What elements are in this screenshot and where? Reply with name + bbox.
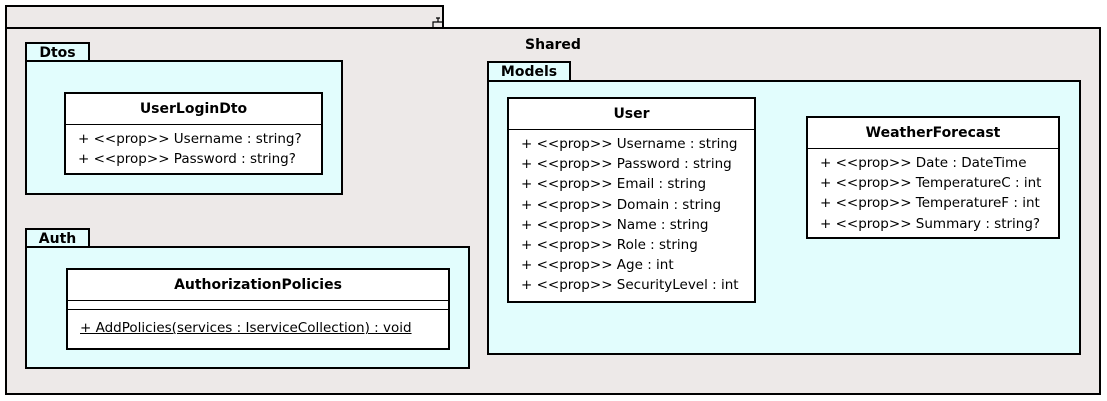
dtos-package-tab: Dtos xyxy=(25,42,90,62)
attribute: + <<prop>> Summary : string? xyxy=(820,215,1041,232)
class-name: User xyxy=(509,99,754,130)
class-user: User + <<prop>> Username : string + <<pr… xyxy=(507,97,756,303)
attribute-list: + <<prop>> Date : DateTime + <<prop>> Te… xyxy=(808,149,1058,234)
attribute-list: + <<prop>> Username : string + <<prop>> … xyxy=(509,130,754,296)
attribute: + <<prop>> Password : string? xyxy=(78,151,296,168)
class-weather-forecast: WeatherForecast + <<prop>> Date : DateTi… xyxy=(806,116,1060,239)
class-name: UserLoginDto xyxy=(66,94,321,125)
attribute: + <<prop>> TemperatureF : int xyxy=(820,195,1040,212)
attribute: + <<prop>> Username : string? xyxy=(78,131,302,147)
attribute-list: + <<prop>> Username : string? + <<prop>>… xyxy=(66,125,321,169)
auth-package-label: Auth xyxy=(38,231,77,247)
dtos-package-label: Dtos xyxy=(39,45,76,61)
attribute: + <<prop>> Username : string xyxy=(521,136,738,152)
models-package-tab: Models xyxy=(487,61,571,82)
shared-package-title: Shared xyxy=(525,37,581,53)
shared-package-tab xyxy=(5,5,444,28)
attribute: + <<prop>> Role : string xyxy=(521,236,698,253)
class-name: WeatherForecast xyxy=(808,118,1058,149)
attribute: + <<prop>> Password : string xyxy=(521,156,732,173)
attribute: + <<prop>> Name : string xyxy=(521,216,709,233)
class-name: AuthorizationPolicies xyxy=(68,270,448,301)
attribute: + <<prop>> Email : string xyxy=(521,176,707,193)
attribute: + <<prop>> TemperatureC : int xyxy=(820,175,1042,192)
attribute: + <<prop>> SecurityLevel : int xyxy=(521,277,739,294)
attribute: + <<prop>> Age : int xyxy=(521,257,674,274)
auth-package-tab: Auth xyxy=(25,228,90,248)
operation-list: + AddPolicies(services : IserviceCollect… xyxy=(68,310,448,338)
class-authorization-policies: AuthorizationPolicies + AddPolicies(serv… xyxy=(66,268,450,350)
models-package-label: Models xyxy=(500,64,558,80)
attribute: + <<prop>> Domain : string xyxy=(521,196,722,213)
attribute: + <<prop>> Date : DateTime xyxy=(820,155,1027,171)
class-user-login-dto: UserLoginDto + <<prop>> Username : strin… xyxy=(64,92,323,175)
operation: + AddPolicies(services : IserviceCollect… xyxy=(80,320,412,336)
attribute-compartment xyxy=(68,301,448,310)
component-icon xyxy=(432,17,444,28)
